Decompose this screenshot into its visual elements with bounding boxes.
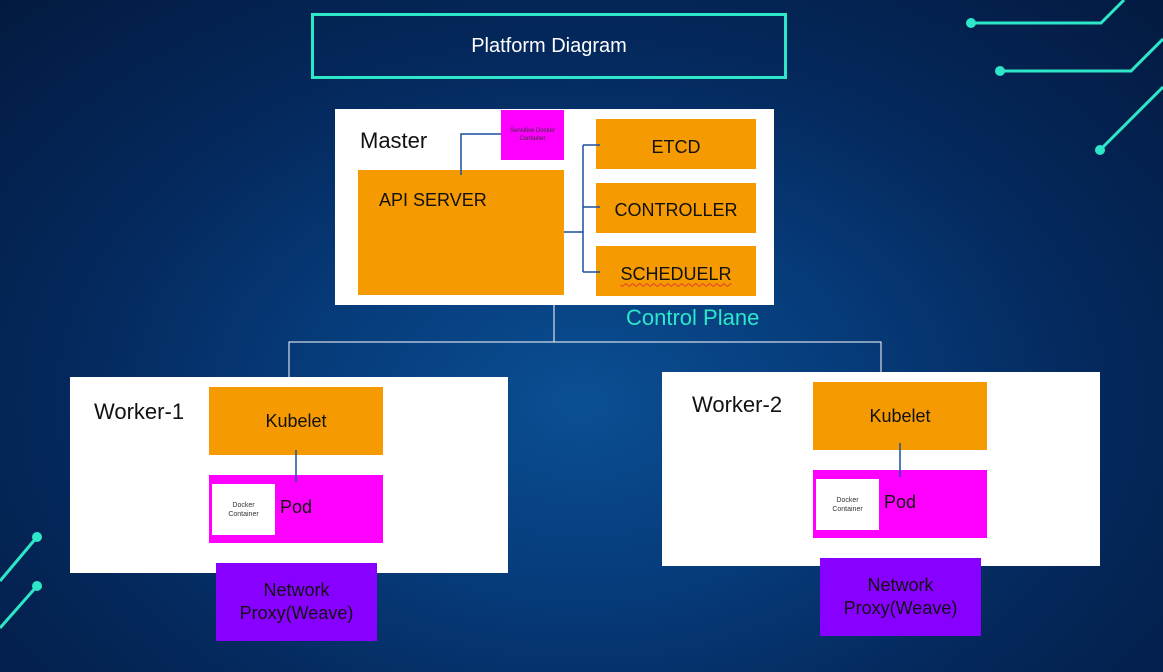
worker-2-kubelet: Kubelet [813, 382, 987, 450]
worker-2-pod-label: Pod [884, 492, 917, 512]
api-server-label: API SERVER [379, 190, 487, 210]
api-server-box [358, 170, 564, 295]
etcd-box: ETCD [596, 119, 756, 169]
diagram-title: Platform Diagram [311, 13, 787, 79]
worker-1-kubelet: Kubelet [209, 387, 383, 455]
master-container: Sensitive Docker Container [501, 110, 564, 160]
master-label: Master [360, 128, 428, 153]
worker-2-proxy: Network Proxy(Weave) [820, 558, 981, 636]
worker-1-container: Docker Container [212, 484, 275, 535]
worker-2-container: Docker Container [816, 479, 879, 530]
scheduler-box: SCHEDUELR [596, 246, 756, 296]
control-plane-label: Control Plane [626, 305, 760, 330]
worker-2-label: Worker-2 [692, 392, 783, 417]
worker-1-proxy: Network Proxy(Weave) [216, 563, 377, 641]
scheduler-label: SCHEDUELR [620, 263, 732, 284]
worker-1-pod-label: Pod [280, 497, 313, 517]
worker-1-label: Worker-1 [94, 399, 185, 424]
controller-box: CONTROLLER [596, 183, 756, 233]
